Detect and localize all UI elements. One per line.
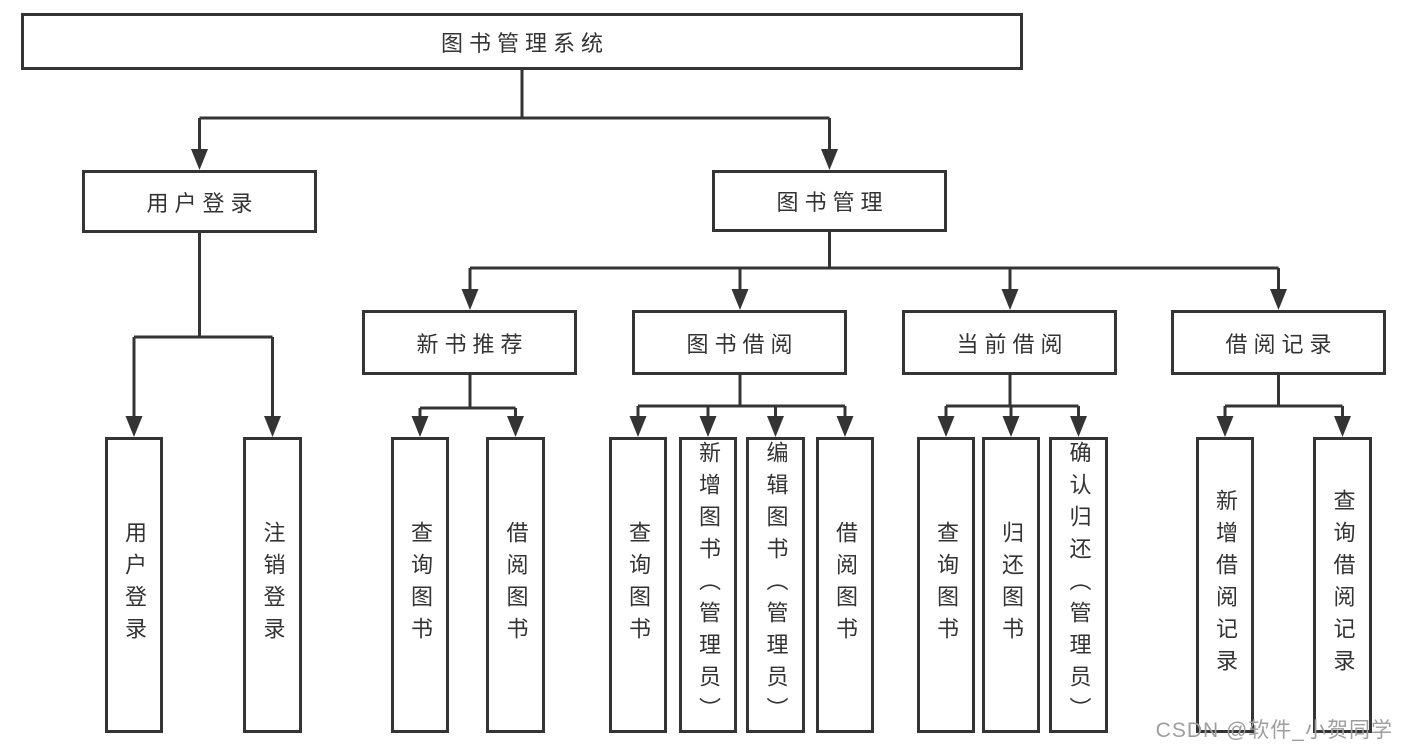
arrow-leaf-bb-query	[629, 416, 647, 437]
arrow-new-book	[461, 289, 479, 310]
arrow-leaf-logout	[264, 416, 281, 437]
node-book-management-label: 图书管理	[776, 190, 889, 215]
node-book-borrow-label: 图书借阅	[686, 331, 799, 357]
connector-book-borrow-to-leaves	[636, 375, 847, 419]
node-user-login: 用户登录	[82, 170, 317, 233]
arrow-leaf-cb-return	[1002, 416, 1020, 437]
leaf-query-books-recommend-label: 查询图书	[408, 521, 433, 649]
arrow-current-borrow	[1001, 289, 1019, 310]
arrow-leaf-user-login	[125, 416, 143, 437]
leaf-add-borrow-record-label: 新增借阅记录	[1213, 489, 1238, 681]
connector-current-borrow-to-leaves	[944, 375, 1080, 419]
leaf-query-books-borrow-label: 查询图书	[626, 521, 651, 649]
arrow-leaf-nb-borrow	[507, 416, 524, 437]
node-new-book-recommend: 新书推荐	[362, 310, 577, 375]
leaf-borrow-book: 借阅图书	[816, 437, 874, 733]
arrow-book-borrow	[731, 289, 749, 310]
connector-new-book-to-leaves	[418, 375, 517, 419]
arrow-leaf-cb-confirm	[1070, 416, 1087, 437]
node-user-login-label: 用户登录	[146, 190, 259, 216]
leaf-return-book: 归还图书	[982, 437, 1040, 733]
node-current-borrow-label: 当前借阅	[956, 331, 1069, 357]
leaf-user-login: 用户登录	[105, 437, 163, 733]
leaf-user-login-label: 用户登录	[122, 521, 147, 649]
connector-root-to-level2	[198, 70, 831, 152]
arrow-leaf-br-query	[1334, 416, 1351, 437]
arrow-leaf-bb-add	[699, 416, 717, 437]
leaf-add-book-admin: 新增图书（管理员）	[679, 437, 737, 733]
leaf-query-borrow-record: 查询借阅记录	[1313, 437, 1372, 733]
node-borrow-records: 借阅记录	[1171, 310, 1386, 375]
arrow-leaf-bb-edit	[767, 416, 784, 437]
arrow-leaf-br-add	[1216, 416, 1234, 437]
connector-user-login-to-leaves	[132, 233, 274, 419]
leaf-confirm-return-admin: 确认归还（管理员）	[1049, 437, 1108, 733]
leaf-confirm-return-admin-label: 确认归还（管理员）	[1066, 441, 1092, 729]
leaf-borrow-book-label: 借阅图书	[833, 521, 858, 649]
arrow-leaf-nb-query	[411, 416, 429, 437]
arrow-leaf-bb-borrow	[836, 416, 854, 437]
leaf-logout-label: 注销登录	[260, 521, 286, 649]
arrow-book-management	[821, 149, 838, 170]
leaf-query-books-current: 查询图书	[917, 437, 975, 733]
leaf-query-books-recommend: 查询图书	[391, 437, 449, 733]
leaf-add-borrow-record: 新增借阅记录	[1196, 437, 1254, 733]
node-borrow-records-label: 借阅记录	[1225, 331, 1338, 357]
node-new-book-recommend-label: 新书推荐	[416, 331, 529, 357]
node-current-borrow: 当前借阅	[902, 310, 1117, 375]
leaf-add-book-admin-label: 新增图书（管理员）	[696, 441, 721, 729]
leaf-query-books-borrow: 查询图书	[609, 437, 667, 733]
connector-book-management-to-level3	[468, 232, 1280, 292]
leaf-return-book-label: 归还图书	[999, 521, 1024, 649]
leaf-borrow-books-recommend: 借阅图书	[486, 437, 545, 733]
arrow-borrow-record	[1270, 289, 1287, 310]
arrow-leaf-cb-query	[937, 416, 955, 437]
leaf-edit-book-admin: 编辑图书（管理员）	[746, 437, 805, 733]
node-root: 图书管理系统	[21, 13, 1023, 70]
arrowheads	[125, 149, 1351, 437]
leaf-edit-book-admin-label: 编辑图书（管理员）	[763, 441, 789, 729]
connector-borrow-record-to-leaves	[1223, 375, 1344, 419]
csdn-watermark: CSDN @软件_小贺同学	[1155, 719, 1393, 742]
leaf-logout: 注销登录	[243, 437, 302, 733]
leaf-borrow-books-recommend-label: 借阅图书	[503, 521, 529, 649]
leaf-query-books-current-label: 查询图书	[934, 521, 959, 649]
node-book-management: 图书管理	[712, 170, 947, 232]
arrow-user-login	[191, 149, 208, 170]
leaf-query-borrow-record-label: 查询借阅记录	[1330, 489, 1356, 681]
node-book-borrow: 图书借阅	[632, 310, 847, 375]
node-root-label: 图书管理系统	[440, 30, 609, 56]
